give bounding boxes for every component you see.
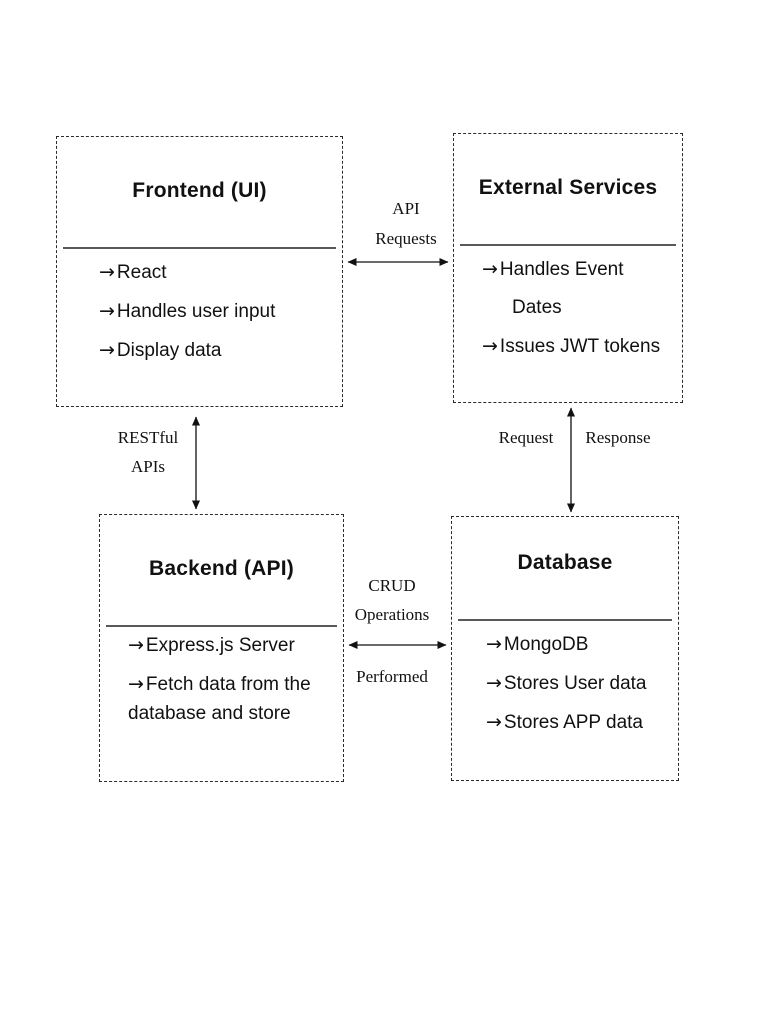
list-item-text: Fetch data from the database and store — [128, 674, 311, 724]
label-crud-line2: Operations — [354, 605, 430, 624]
arrow-bullet-icon: → — [482, 258, 498, 280]
list-item: →Express.js Server — [128, 631, 335, 660]
label-response: Response — [585, 428, 651, 447]
box-frontend-items: →React →Handles user input →Display data — [57, 253, 342, 370]
box-external-services: External Services →Handles Event Dates →… — [453, 133, 683, 403]
list-item-text: Handles Event Dates — [499, 259, 624, 318]
label-restful-apis-line2: APIs — [130, 457, 165, 476]
box-backend: Backend (API) →Express.js Server →Fetch … — [99, 514, 344, 782]
label-api-requests-line2: Requests — [375, 229, 437, 248]
list-item-text: Stores User data — [503, 673, 647, 694]
label-restful-apis-line1: RESTful — [117, 428, 179, 447]
list-item: →React — [99, 253, 334, 292]
arrow-bullet-icon: → — [128, 673, 144, 695]
box-database-title: Database — [517, 551, 613, 574]
arrow-bullet-icon: → — [128, 634, 144, 656]
list-item-text: Express.js Server — [145, 635, 295, 656]
box-backend-items: →Express.js Server →Fetch data from the … — [100, 631, 343, 728]
label-crud-line1: CRUD — [368, 576, 416, 595]
box-divider — [458, 619, 672, 621]
arrow-bullet-icon: → — [482, 335, 498, 357]
box-divider — [63, 247, 336, 249]
box-external-services-title: External Services — [478, 176, 658, 199]
list-item: →Handles user input — [99, 292, 334, 331]
list-item-text: Issues JWT tokens — [499, 336, 661, 357]
list-item-text: Stores APP data — [503, 712, 643, 733]
arrow-bullet-icon: → — [99, 261, 115, 283]
box-frontend: Frontend (UI) →React →Handles user input… — [56, 136, 343, 407]
arrow-bullet-icon: → — [99, 300, 115, 322]
label-request: Request — [498, 428, 554, 447]
list-item-text: Display data — [116, 340, 222, 361]
list-item: →Fetch data from the database and store — [128, 670, 335, 728]
list-item: →Display data — [99, 331, 334, 370]
arrow-bullet-icon: → — [486, 633, 502, 655]
list-item-text: MongoDB — [503, 634, 589, 655]
box-frontend-title: Frontend (UI) — [132, 179, 267, 202]
box-divider — [106, 625, 337, 627]
arrow-bullet-icon: → — [99, 339, 115, 361]
box-backend-title: Backend (API) — [149, 557, 294, 580]
label-crud-line3: Performed — [356, 667, 428, 686]
list-item: →Stores User data — [486, 664, 670, 703]
list-item-text: Handles user input — [116, 301, 276, 322]
list-item: →Issues JWT tokens — [482, 327, 674, 366]
box-database-items: →MongoDB →Stores User data →Stores APP d… — [452, 625, 678, 742]
box-external-services-items: →Handles Event Dates →Issues JWT tokens — [454, 250, 682, 366]
arrow-bullet-icon: → — [486, 711, 502, 733]
list-item: →Handles Event Dates — [482, 250, 674, 327]
list-item-text: React — [116, 262, 167, 283]
list-item: →MongoDB — [486, 625, 670, 664]
box-database: Database →MongoDB →Stores User data →Sto… — [451, 516, 679, 781]
label-api-requests-line1: API — [392, 199, 420, 218]
arrow-bullet-icon: → — [486, 672, 502, 694]
box-divider — [460, 244, 676, 246]
list-item: →Stores APP data — [486, 703, 670, 742]
